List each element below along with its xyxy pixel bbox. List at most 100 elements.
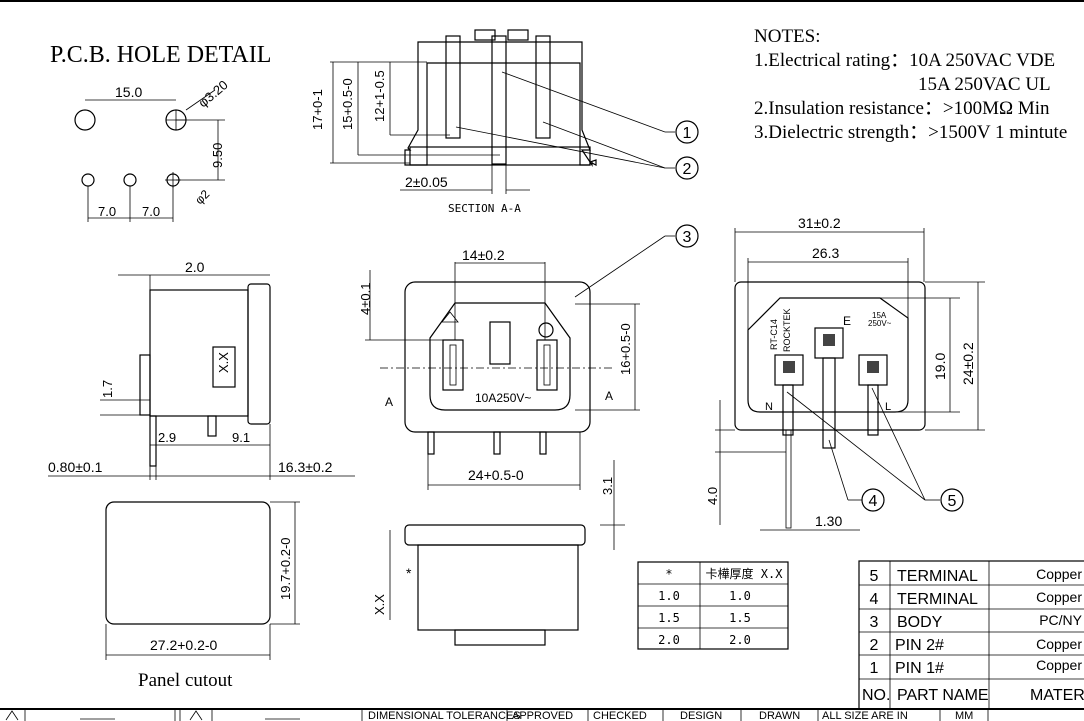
dim-1-7: 1.7 <box>100 380 115 398</box>
parts-table: 5 TERMINAL Copper 4 TERMINAL Copper 3 BO… <box>858 560 1084 710</box>
pin-left <box>445 35 461 139</box>
asterisk-mark: * <box>406 565 412 581</box>
drawn-label: DRAWN <box>759 710 800 721</box>
part-name: TERMINAL <box>897 591 978 608</box>
bottom-view: X.X * <box>372 524 586 646</box>
dim-pitch-b: 7.0 <box>142 204 160 219</box>
part-no: 5 <box>870 568 879 585</box>
balloon-3-label: 3 <box>683 229 692 246</box>
approved-label: APPROVED <box>512 710 573 721</box>
mm-label: MM <box>955 710 973 721</box>
part-material: Copper <box>1036 636 1082 652</box>
note-1b: 15A 250VAC UL <box>918 74 1051 95</box>
part-material: Copper <box>1036 566 1082 582</box>
thickness-cell: 1.5 <box>729 611 751 625</box>
notes: NOTES: 1.Electrical rating：10A 250VAC VD… <box>754 26 1067 143</box>
rear-rating-a: 15A <box>872 311 887 320</box>
balloon-1 <box>675 120 699 144</box>
dim-24: 24+0.5-0 <box>468 467 524 483</box>
dim-31: 31±0.2 <box>798 215 841 231</box>
part-material: Copper <box>1036 657 1082 673</box>
earth-mark: E <box>843 314 851 328</box>
hole-large-left <box>74 109 96 131</box>
iec-socket <box>429 302 571 411</box>
balloon-2 <box>675 156 699 180</box>
dim-2-9: 2.9 <box>158 430 176 445</box>
dim-24-rear: 24±0.2 <box>960 342 976 385</box>
panel-cutout: 19.7+0.2-0 27.2+0.2-0 Panel cutout <box>105 501 300 691</box>
checked-label: CHECKED <box>593 710 647 721</box>
dim-hole-spacing: 15.0 <box>115 84 142 100</box>
balloon-5 <box>940 488 964 512</box>
dim-3-1: 3.1 <box>600 477 615 495</box>
dim-16-3: 16.3±0.2 <box>278 459 333 475</box>
balloon-2-label: 2 <box>683 161 692 178</box>
pcb-hole-detail: P.C.B. HOLE DETAIL 15.0 φ3.20 9.50 7.0 7… <box>50 42 271 222</box>
dim-14: 14±0.2 <box>462 247 505 263</box>
part-name: BODY <box>897 614 943 631</box>
dim-17: 17+0-1 <box>310 89 325 130</box>
dim-15: 15+0.5-0 <box>340 78 355 130</box>
thickness-cell: 2.0 <box>658 633 680 647</box>
dim-26-3: 26.3 <box>812 245 839 261</box>
part-no: 2 <box>870 637 879 654</box>
rear-rating-v: 250V~ <box>868 319 892 328</box>
line-mark: L <box>885 401 891 413</box>
pcb-title: P.C.B. HOLE DETAIL <box>50 42 271 68</box>
part-name: TERMINAL <box>897 568 978 585</box>
dim-small-hole: φ2 <box>192 187 212 207</box>
balloon-5-label: 5 <box>948 493 957 510</box>
pin-right <box>535 35 551 139</box>
front-view: 10A250V~ A A 14±0.2 4±0.1 16+0.5-0 24+0.… <box>358 224 699 550</box>
rear-body <box>734 281 926 431</box>
thickness-cell: 1.5 <box>658 611 680 625</box>
part-no: 1 <box>870 660 879 677</box>
section-label: SECTION A-A <box>448 202 521 215</box>
dim-9-1: 9.1 <box>232 430 250 445</box>
part-material: Copper <box>1036 589 1082 605</box>
units-label: ALL SIZE ARE IN <box>822 710 908 721</box>
part-name: PIN 2# <box>895 637 944 654</box>
pin-center <box>491 35 507 165</box>
balloon-1-label: 1 <box>683 125 692 142</box>
dim-4: 4±0.1 <box>358 283 373 315</box>
part-material: PC/NY <box>1039 612 1082 628</box>
dim-pin-width: 2±0.05 <box>405 174 448 190</box>
dim-cutout-height: 19.7+0.2-0 <box>278 537 293 600</box>
note-3: 3.Dielectric strength：>1500V 1 mintute <box>754 122 1067 143</box>
dim-panel-xx: X.X <box>372 594 387 615</box>
thickness-header-star: * <box>665 567 672 581</box>
note-1: 1.Electrical rating：10A 250VAC VDE <box>754 50 1055 71</box>
part-no: 4 <box>870 591 879 608</box>
dim-vertical-spacing: 9.50 <box>210 143 225 168</box>
notes-title: NOTES: <box>754 26 821 47</box>
dim-1-30: 1.30 <box>815 513 842 529</box>
side-view: X.X 2.0 1.7 2.9 9.1 0.80±0.1 16.3±0.2 <box>48 259 355 480</box>
title-block: DIMENSIONAL TOLERANCES APPROVED CHECKED … <box>0 708 1084 721</box>
dim-large-hole: φ3.20 <box>195 77 230 110</box>
section-mark-left: A <box>385 395 393 409</box>
dim-2-0: 2.0 <box>185 259 205 275</box>
dim-cutout-width: 27.2+0.2-0 <box>150 637 218 653</box>
thickness-cell: 1.0 <box>658 589 680 603</box>
section-mark-right: A <box>605 389 613 403</box>
dim-12: 12+1-0.5 <box>372 70 387 122</box>
tolerances-label: DIMENSIONAL TOLERANCES <box>368 710 521 721</box>
balloon-4 <box>861 488 885 512</box>
note-2: 2.Insulation resistance：>100MΩ Min <box>754 98 1050 119</box>
panel-thickness-mark: X.X <box>216 352 231 373</box>
dim-19: 19.0 <box>932 353 948 380</box>
thickness-table: * 卡樺厚度 X.X 1.0 1.0 1.5 1.5 2.0 2.0 <box>637 561 789 650</box>
design-label: DESIGN <box>680 710 722 721</box>
thickness-cell: 2.0 <box>729 633 751 647</box>
dim-4-0: 4.0 <box>705 487 720 505</box>
parts-header-material: MATERI <box>1030 687 1084 704</box>
cutout-shape <box>105 501 271 625</box>
rear-view: RT-C14 ROCKTEK E 15A 250V~ N L 31±0.2 26… <box>705 215 985 531</box>
brand-mark: ROCKTEK <box>782 308 792 352</box>
neutral-mark: N <box>765 401 773 413</box>
part-name: PIN 1# <box>895 660 944 677</box>
parts-header-name: PART NAME <box>897 687 989 704</box>
thickness-cell: 1.0 <box>729 589 751 603</box>
